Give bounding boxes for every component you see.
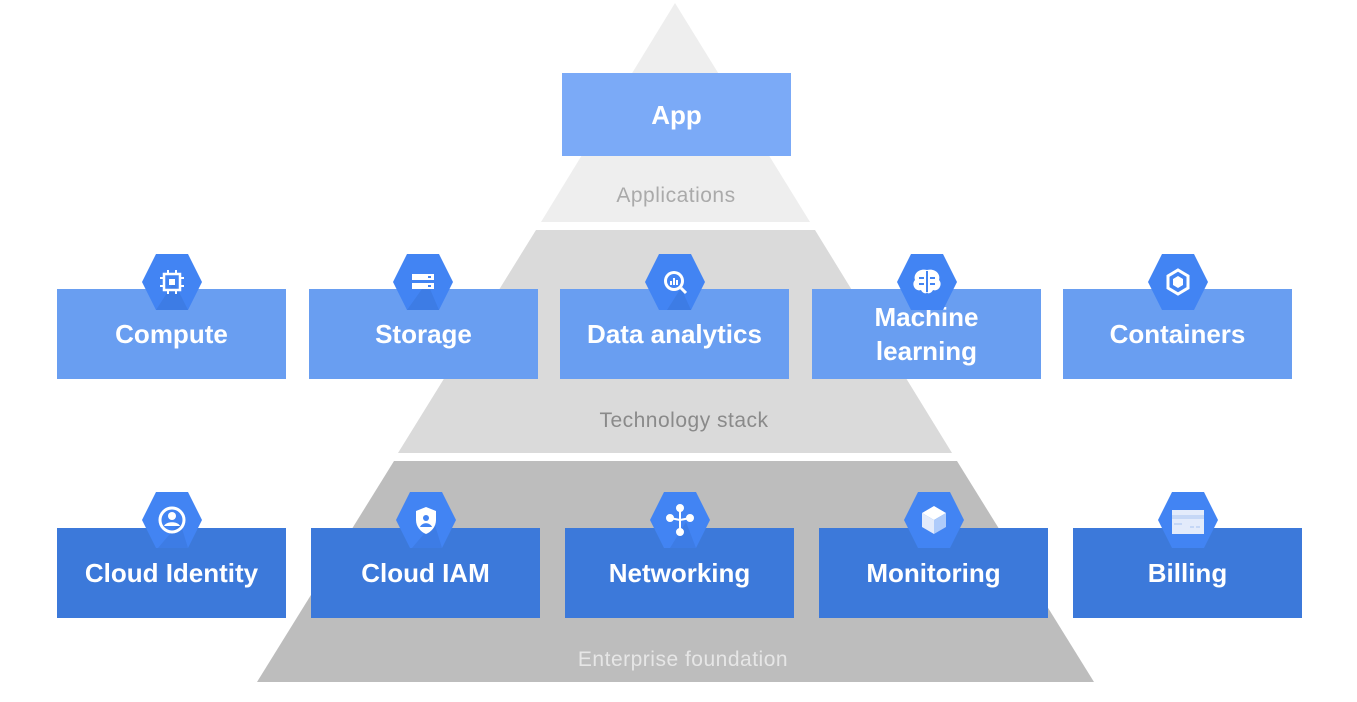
network-icon	[650, 492, 710, 548]
tier-label-enterprise-foundation: Enterprise foundation	[577, 648, 789, 671]
box-containers-label: Containers	[1109, 319, 1246, 349]
box-networking-label: Networking	[608, 558, 751, 588]
box-monitoring-label: Monitoring	[866, 558, 1001, 588]
box-data-analytics-label: Data analytics	[587, 319, 762, 349]
box-cloud-iam-label: Cloud IAM	[361, 558, 490, 588]
cube-icon	[904, 492, 964, 548]
user-icon	[142, 492, 202, 548]
chip-icon	[142, 254, 202, 310]
box-cloud-identity: Cloud Identity	[57, 528, 286, 618]
tier-label-technology-stack: Technology stack	[599, 409, 769, 432]
box-machine-learning: Machine learning	[812, 289, 1041, 379]
analytics-icon	[645, 254, 705, 310]
tier-label-applications: Applications	[616, 184, 736, 207]
app-box: App	[562, 73, 791, 156]
app-box-label: App	[651, 99, 702, 130]
box-cloud-identity-label: Cloud Identity	[84, 558, 259, 588]
shield-icon	[396, 492, 456, 548]
brain-icon	[897, 254, 957, 310]
box-billing-label: Billing	[1147, 558, 1228, 588]
box-storage-label: Storage	[375, 319, 472, 349]
container-icon	[1148, 254, 1208, 310]
storage-icon	[393, 254, 453, 310]
box-compute-label: Compute	[115, 319, 228, 349]
billing-icon	[1158, 492, 1218, 548]
